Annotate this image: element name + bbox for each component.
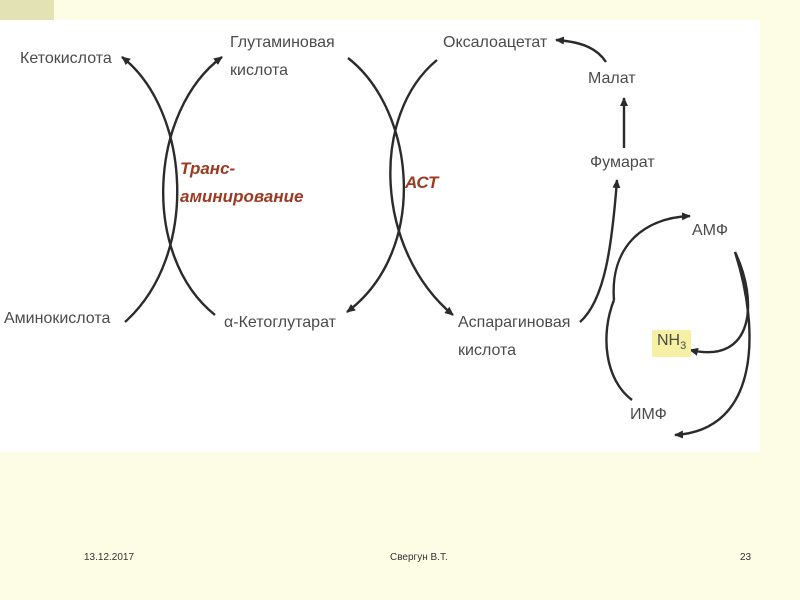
nh3-subscript: 3 xyxy=(680,340,687,353)
label-nh3: NH3 xyxy=(652,330,692,358)
label-aspartate-line1: Аспарагиновая xyxy=(458,314,571,331)
footer-date: 13.12.2017 xyxy=(84,552,135,563)
label-aminoacid: Аминокислота xyxy=(4,310,111,327)
nh3-text: NH xyxy=(657,332,681,349)
footer-author: Свергун В.Т. xyxy=(390,552,448,563)
arrow-malate-to-oxaloacetate xyxy=(555,36,607,63)
arrow-oxaloacetate-to-aspartate xyxy=(389,59,454,316)
label-transamination-line2: аминирование xyxy=(180,187,304,206)
arrow-amp-to-nh3 xyxy=(689,251,750,356)
arrow-aspartate-to-fumarate xyxy=(579,179,621,323)
footer-page-number: 23 xyxy=(740,552,752,563)
label-ast: АСТ xyxy=(405,173,439,192)
corner-decoration xyxy=(0,0,54,20)
arrow-glutamate-to-ketoglutarate xyxy=(346,57,406,313)
diagram-panel xyxy=(0,20,760,452)
label-malate: Малат xyxy=(588,70,636,87)
label-ketoacid: Кетокислота xyxy=(20,50,112,67)
label-transamination-line1: Транс- xyxy=(180,159,236,178)
label-glutamate-line2: кислота xyxy=(230,62,289,79)
arrow-amp-to-imp xyxy=(674,251,751,439)
arrow-to-amp xyxy=(612,212,691,301)
arrow-ketoglutarate-to-glutamate xyxy=(161,56,223,316)
label-ketoglutarate: α-Кетоглутарат xyxy=(224,314,336,331)
arrow-imp-to-cycle xyxy=(605,299,633,401)
label-glutamate-line1: Глутаминовая xyxy=(230,34,335,51)
label-amp: АМФ xyxy=(692,222,728,239)
label-imp: ИМФ xyxy=(630,406,667,423)
label-oxaloacetate: Оксалоацетат xyxy=(443,34,548,51)
arrow-aminoacid-to-ketoacid xyxy=(121,56,179,323)
label-fumarate: Фумарат xyxy=(590,154,655,171)
label-aspartate-line2: кислота xyxy=(458,342,517,359)
